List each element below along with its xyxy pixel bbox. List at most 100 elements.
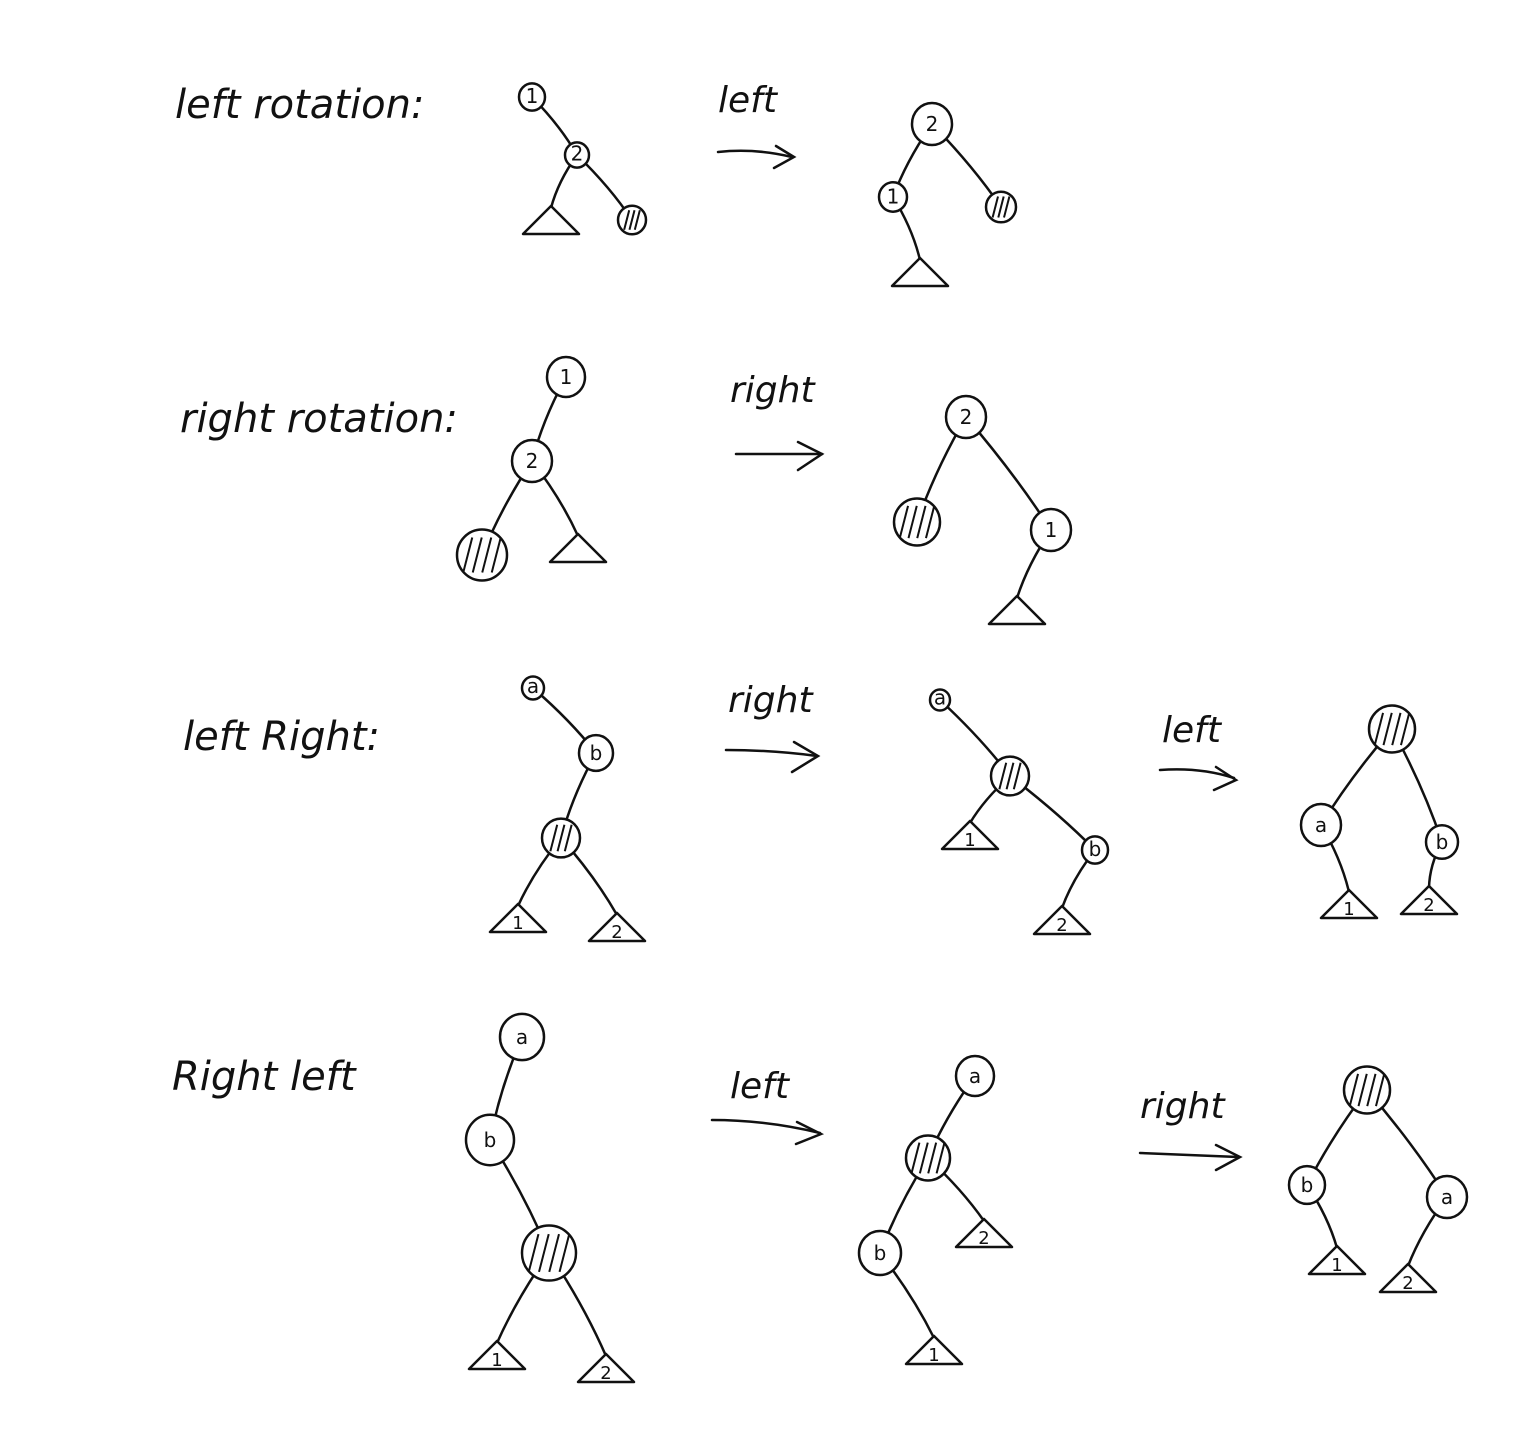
hatch-mark	[916, 505, 927, 539]
tree-3-hatched-node	[455, 528, 509, 582]
subtree-triangle-icon	[940, 819, 1000, 851]
arrow-2	[734, 440, 825, 472]
node-circle	[954, 1054, 996, 1098]
hatch-mark	[1382, 712, 1393, 746]
arrow-6	[1138, 1143, 1243, 1172]
tree-3-node-n1: 1	[545, 355, 587, 399]
hatched-node-circle	[892, 497, 942, 547]
tree-7-hatched-node	[1367, 704, 1417, 754]
subtree-label: 1	[928, 1345, 939, 1366]
subtree-label: 2	[1056, 915, 1067, 936]
tree-2-subtree-t	[890, 256, 950, 288]
arrow-1	[716, 144, 797, 170]
node-circle	[944, 394, 988, 440]
node-circle	[1080, 835, 1110, 865]
hatch-mark	[997, 196, 1005, 218]
hatch-mark	[556, 824, 566, 852]
hatch-mark	[538, 1233, 550, 1273]
hatched-node-circle	[455, 528, 509, 582]
tree-3-node-n2: 2	[510, 438, 554, 484]
arrow-label-5: left	[730, 1066, 791, 1107]
subtree-triangle-icon	[467, 1339, 527, 1371]
tree-4-hatched-node	[892, 497, 942, 547]
hatch-mark	[1348, 1073, 1359, 1107]
subtree-label: 1	[512, 913, 523, 934]
tree-7-node-a: a	[1299, 802, 1343, 848]
tree-3: 12	[455, 355, 608, 582]
node-label: b	[874, 1241, 887, 1265]
tree-7-subtree-t1: 1	[1319, 888, 1379, 920]
tree-8-subtree-t1: 1	[467, 1339, 527, 1371]
tree-9-hatched-node	[904, 1134, 952, 1182]
node-circle	[464, 1113, 516, 1167]
tree-10-hatched-node	[1342, 1065, 1392, 1115]
node-circle	[928, 688, 952, 712]
node-label: a	[969, 1064, 981, 1088]
subtree-triangle-icon	[890, 256, 950, 288]
tree-8-node-a: a	[498, 1012, 546, 1062]
tree-10-node-b: b	[1287, 1164, 1327, 1206]
subtree-triangle-icon	[987, 594, 1047, 626]
hatched-node-circle	[520, 1224, 578, 1282]
node-label: 2	[526, 449, 539, 473]
node-label: 2	[926, 112, 939, 136]
tree-8-node-b: b	[464, 1113, 516, 1167]
tree-7-node-b: b	[1424, 823, 1460, 861]
node-label: a	[1441, 1185, 1453, 1209]
tree-3-subtree-t	[548, 532, 608, 564]
node-circle	[545, 355, 587, 399]
hatch-mark	[1373, 712, 1384, 746]
tree-4-node-n2: 2	[944, 394, 988, 440]
hatched-node-circle	[904, 1134, 952, 1182]
node-label: 2	[571, 141, 584, 165]
hatched-node-circle	[1342, 1065, 1392, 1115]
hatch-mark	[1391, 712, 1402, 746]
tree-1-subtree-t	[521, 204, 581, 236]
arrow-4	[1158, 765, 1239, 792]
hatch-mark	[1366, 1073, 1377, 1107]
arrow-label-4: left	[1162, 710, 1223, 751]
tree-4-subtree-t	[987, 594, 1047, 626]
arrow-label-1: left	[718, 80, 779, 121]
section-label-left-rotation: left rotation:	[175, 82, 424, 128]
tree-10-subtree-t1: 1	[1307, 1244, 1367, 1276]
subtree-triangle-icon	[904, 1334, 964, 1366]
subtree-triangle-icon	[587, 911, 647, 943]
node-label: b	[1436, 830, 1449, 854]
tree-6-subtree-t1: 1	[940, 819, 1000, 851]
arrow-label-6: right	[1140, 1086, 1226, 1127]
hatch-mark	[910, 1142, 921, 1174]
hatch-mark	[1012, 762, 1022, 790]
hatched-node-circle	[1367, 704, 1417, 754]
node-circle	[577, 733, 615, 773]
node-circle	[857, 1229, 903, 1277]
node-label: 1	[1045, 518, 1058, 542]
subtree-label: 2	[978, 1228, 989, 1249]
tree-9-subtree-t1: 1	[904, 1334, 964, 1366]
tree-9-subtree-t2: 2	[954, 1217, 1014, 1249]
subtree-label: 2	[611, 922, 622, 943]
hatch-mark	[548, 1233, 560, 1273]
hatch-mark	[563, 824, 573, 852]
tree-6-node-a: a	[928, 686, 952, 712]
node-label: 1	[560, 365, 573, 389]
node-label: a	[527, 674, 539, 698]
subtree-triangle-icon	[954, 1217, 1014, 1249]
hatch-mark	[1375, 1073, 1386, 1107]
arrow-label-2: right	[730, 370, 816, 411]
arrow-5	[710, 1118, 825, 1146]
hatch-mark	[918, 1142, 929, 1174]
tree-10-node-a: a	[1425, 1174, 1469, 1220]
node-label: b	[1301, 1173, 1314, 1197]
hatch-mark	[927, 1142, 938, 1174]
subtree-triangle-icon	[1378, 1262, 1438, 1294]
tree-5-hatched-node	[540, 817, 582, 859]
subtree-triangle-icon	[1032, 904, 1092, 936]
node-label: 1	[526, 84, 539, 108]
node-label: 1	[887, 184, 900, 208]
hatch-mark	[1003, 196, 1011, 218]
hatch-mark	[991, 196, 999, 218]
